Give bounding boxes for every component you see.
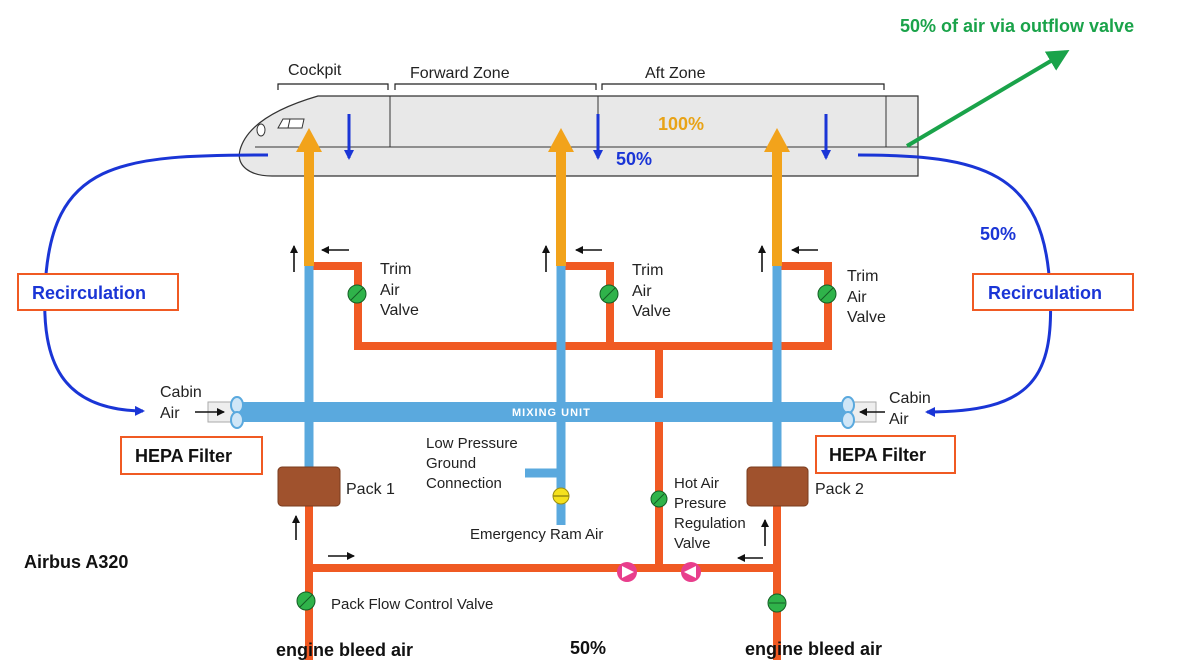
outflow-label: 50% of air via outflow valve — [900, 16, 1134, 36]
trim-air-valve-icon — [347, 284, 837, 304]
emergency-ram-air-label: Emergency Ram Air — [470, 526, 603, 543]
cabin-50-percent: 50% — [616, 149, 652, 169]
trim-valve-2-line3: Valve — [632, 303, 671, 320]
mixing-unit — [240, 402, 845, 422]
hot-air-valve-icon — [650, 490, 668, 508]
low-pressure-line2: Ground — [426, 455, 476, 472]
bleed-air-left: engine bleed air — [276, 640, 413, 660]
pack-flow-valve-label: Pack Flow Control Valve — [331, 596, 493, 613]
trim-valve-1-line1: Trim — [380, 261, 411, 278]
trim-valve-2-line1: Trim — [632, 262, 663, 279]
pack-1-label: Pack 1 — [346, 481, 395, 498]
cabin-air-left-line1: Cabin — [160, 384, 202, 401]
pack-flow-valve-icon — [296, 591, 787, 613]
trim-valve-3-line3: Valve — [847, 309, 886, 326]
recirculation-box-right — [972, 273, 1134, 311]
hot-air-line4: Valve — [674, 535, 710, 552]
recirculation-loop-left — [43, 153, 269, 416]
exhaust-down-arrows — [344, 114, 831, 160]
trim-valve-2-line2: Air — [632, 283, 652, 300]
hot-air-line3: Regulation — [674, 515, 746, 532]
bleed-percent: 50% — [570, 638, 606, 658]
trim-valve-1-line3: Valve — [380, 302, 419, 319]
conditioned-air-lines — [304, 266, 782, 525]
pack-2 — [746, 466, 809, 507]
hot-air-line1: Hot Air — [674, 475, 719, 492]
flow-direction-arrows — [195, 245, 885, 562]
cabin-air-right-line2: Air — [889, 411, 909, 428]
zone-brackets — [277, 83, 885, 90]
zone-aft-label: Aft Zone — [645, 65, 706, 82]
hepa-label-right: HEPA Filter — [829, 445, 926, 465]
ram-air-valve-icon — [552, 487, 570, 505]
cabin-100-percent: 100% — [658, 114, 704, 134]
hepa-box-right — [815, 435, 956, 474]
cabin-air-right-line1: Cabin — [889, 390, 931, 407]
recirculation-right-percent: 50% — [980, 224, 1016, 244]
fuselage — [238, 95, 919, 177]
trim-valve-3-line2: Air — [847, 289, 867, 306]
hepa-box-left — [120, 436, 263, 475]
pack-1 — [277, 466, 341, 507]
recirculation-box-left — [17, 273, 179, 311]
cabin-air-left-line2: Air — [160, 405, 180, 422]
outflow-arrow — [905, 49, 1070, 148]
trim-valve-3-line1: Trim — [847, 268, 878, 285]
recirculation-label-right: Recirculation — [988, 283, 1102, 303]
mixing-unit-label: MIXING UNIT — [512, 407, 591, 419]
check-valve-icons — [617, 562, 701, 582]
zone-forward-label: Forward Zone — [410, 65, 510, 82]
hot-air-line2: Presure — [674, 495, 727, 512]
bleed-air-right: engine bleed air — [745, 639, 882, 659]
hepa-label-left: HEPA Filter — [135, 446, 232, 466]
aircraft-label: Airbus A320 — [24, 552, 128, 572]
recirculation-label-left: Recirculation — [32, 283, 146, 303]
pack-2-label: Pack 2 — [815, 481, 864, 498]
supply-risers — [296, 128, 790, 266]
hepa-filter-left-element — [230, 396, 244, 429]
low-pressure-line3: Connection — [426, 475, 502, 492]
zone-cockpit-label: Cockpit — [288, 62, 342, 79]
hepa-filter-right-element — [841, 396, 855, 429]
trim-valve-1-line2: Air — [380, 282, 400, 299]
low-pressure-line1: Low Pressure — [426, 435, 518, 452]
